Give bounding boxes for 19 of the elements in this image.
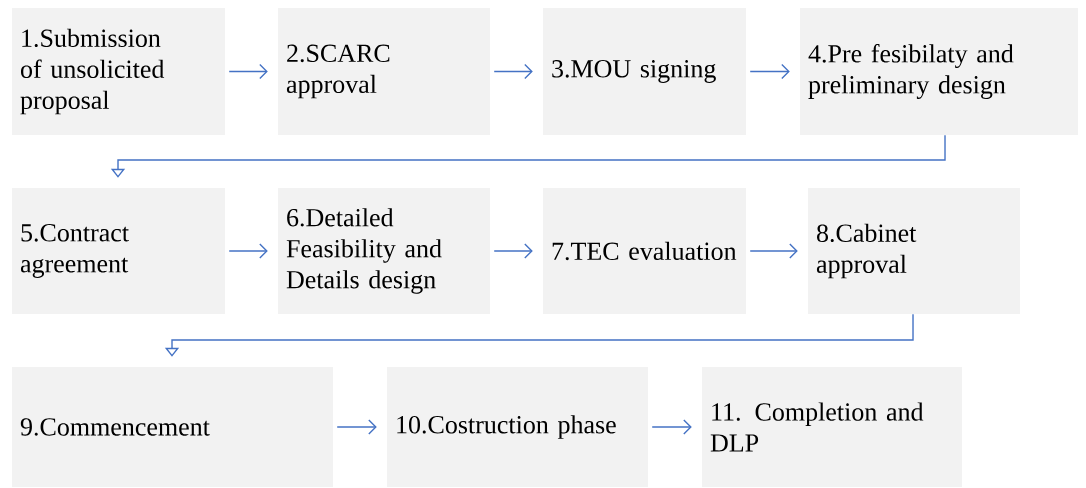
process-box: 11. Completion and DLP: [702, 367, 962, 487]
arrow: [228, 243, 268, 259]
process-box: 9.Commencement: [12, 367, 333, 487]
process-box: 1.Submission of unsolicited proposal: [12, 8, 225, 135]
process-box: 10.Costruction phase: [387, 367, 648, 487]
process-box: 3.MOU signing: [543, 8, 746, 135]
arrow: [228, 63, 268, 80]
process-box: 2.SCARC approval: [278, 8, 490, 135]
process-box: 5.Contract agreement: [12, 188, 225, 314]
process-box: 6.Detailed Feasibility and Details design: [278, 188, 490, 314]
arrow: [336, 419, 377, 435]
arrow: [749, 63, 790, 80]
arrow: [493, 63, 533, 80]
arrow: [749, 243, 798, 259]
process-box: 7.TEC evaluation: [543, 188, 746, 314]
process-box: 8.Cabinet approval: [808, 188, 1020, 314]
arrow: [651, 419, 692, 435]
process-box: 4.Pre fesibilaty and preliminary design: [800, 8, 1078, 135]
arrow: [493, 243, 533, 259]
